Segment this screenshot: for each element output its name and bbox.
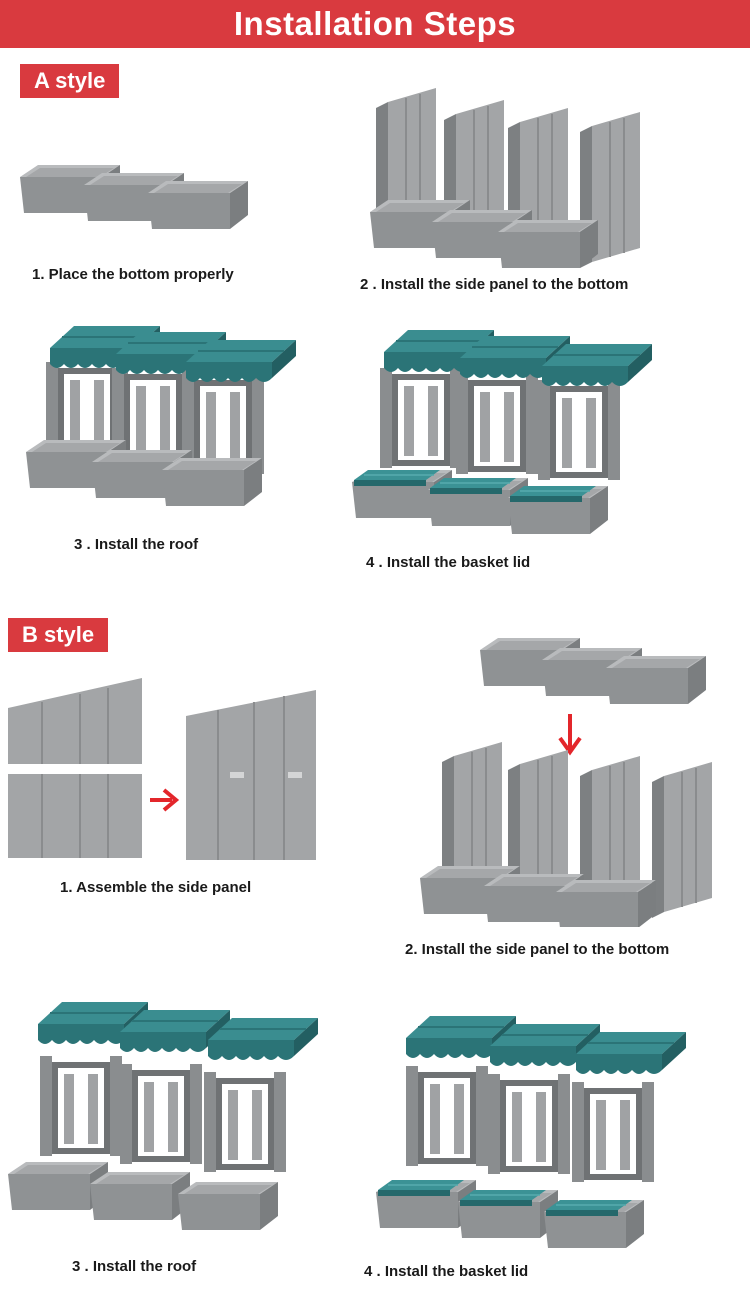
a-step2-illustration — [368, 88, 648, 278]
b-step3-illustration — [8, 996, 358, 1241]
a-step2-caption: 2 . Install the side panel to the bottom — [360, 276, 629, 293]
b-step4-caption: 4 . Install the basket lid — [364, 1263, 529, 1280]
b-step1-illustration — [8, 676, 318, 866]
section-label-b: B style — [8, 618, 109, 652]
b-step1-caption: 1. Assemble the side panel — [60, 879, 252, 896]
a-step1-illustration — [20, 155, 290, 250]
a-step3-illustration — [26, 322, 306, 532]
b-step2-caption: 2. Install the side panel to the bottom — [405, 941, 670, 958]
a-step4-caption: 4 . Install the basket lid — [366, 554, 531, 571]
section-label-a: A style — [20, 64, 120, 98]
page-title: Installation Steps — [0, 0, 750, 48]
a-step1-caption: 1. Place the bottom properly — [32, 266, 234, 283]
b-step3-caption: 3 . Install the roof — [72, 1258, 197, 1275]
a-step4-illustration — [352, 324, 682, 539]
a-step3-caption: 3 . Install the roof — [74, 536, 199, 553]
b-step4-illustration — [376, 1014, 726, 1259]
b-step2-illustration — [420, 632, 730, 927]
